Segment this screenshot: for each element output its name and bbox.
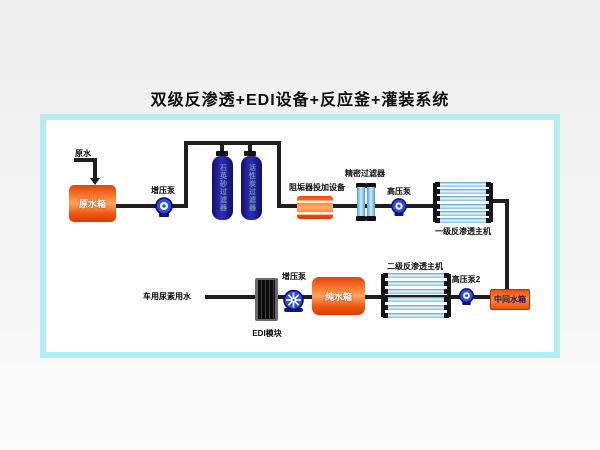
hp-pump-1-label: 高压泵 [387, 187, 411, 196]
ro-manifold [381, 274, 385, 317]
ro-manifold [433, 183, 437, 222]
pure-water-tank-label: 纯水箱 [324, 291, 352, 302]
sand-filter-top-fitting [216, 151, 228, 156]
sand-filter-label: 石英砂过滤器 [219, 164, 227, 212]
membrane-tube [435, 203, 491, 209]
raw-water-label: 原水 [75, 149, 91, 158]
pipe-segment [93, 158, 97, 180]
flow-arrow-icon [90, 178, 100, 185]
booster-pump-1-icon [154, 196, 174, 223]
booster-pump-1-label: 增压泵 [151, 186, 175, 195]
booster-pump-2-icon [282, 289, 305, 318]
ro-manifold [447, 274, 451, 317]
booster-pump-2-label: 增压泵 [282, 272, 306, 281]
carbon-filter-top-fitting [244, 151, 256, 156]
pipe-segment [184, 141, 281, 145]
antiscalant-doser-unit [297, 196, 333, 219]
raw-water-tank: 原水箱 [69, 185, 116, 222]
membrane-tube [435, 189, 491, 195]
membrane-tube [383, 273, 449, 278]
membrane-tube [383, 313, 449, 318]
pipe-segment [277, 141, 281, 208]
ro-stage-2-label: 二级反渗透主机 [387, 262, 443, 271]
membrane-tube [383, 289, 449, 294]
edi-plates [258, 280, 275, 319]
membrane-tube [383, 297, 449, 302]
page-title: 双级反渗透+EDI设备+反应釜+灌装系统 [150, 92, 450, 109]
hp-pump-2-label: 高压泵2 [451, 275, 481, 284]
ro-stage-2-unit [381, 273, 451, 318]
membrane-tube [435, 217, 491, 223]
pure-water-tank: 纯水箱 [312, 277, 365, 315]
sand-filter-vessel: 石英砂过滤器 [212, 156, 233, 220]
intermediate-water-tank: 中间水箱 [490, 289, 530, 310]
ro-stage-1-label: 一级反渗透主机 [435, 227, 491, 236]
carbon-filter-vessel: 活性炭过滤器 [241, 156, 262, 220]
pipe-segment [491, 199, 509, 203]
diagram-panel: 原水 原水箱 增压泵 石英砂过滤器 活性炭过滤器 阻垢器投加设备 精密过滤器 高… [40, 114, 560, 358]
precision-filter-label: 精密过滤器 [345, 169, 385, 178]
membrane-tube [383, 281, 449, 286]
edi-module-label: EDI模块 [252, 329, 282, 338]
pipe-segment [248, 144, 252, 156]
ro-stage-1-unit [433, 182, 493, 223]
hp-pump-1-icon [390, 197, 408, 222]
antiscalant-doser-label: 阻垢器投加设备 [289, 183, 345, 192]
ro-manifold [489, 183, 493, 222]
membrane-tube [383, 305, 449, 310]
hp-pump-2-icon [458, 287, 475, 311]
precision-filter-cartridge [366, 183, 376, 221]
pipe-segment [74, 158, 97, 162]
pipe-segment [505, 199, 509, 290]
membrane-tube [435, 196, 491, 202]
product-water-label: 车用尿素用水 [143, 292, 191, 301]
pipe-segment [184, 141, 188, 208]
pipe-segment [115, 204, 188, 208]
edi-module-unit [255, 278, 278, 321]
intermediate-water-tank-label: 中间水箱 [494, 295, 526, 304]
membrane-tube [435, 182, 491, 187]
raw-water-tank-label: 原水箱 [78, 199, 106, 209]
carbon-filter-label: 活性炭过滤器 [248, 164, 256, 212]
precision-filter-cartridge [356, 183, 366, 221]
pipe-segment [220, 144, 224, 156]
membrane-tube [435, 210, 491, 216]
